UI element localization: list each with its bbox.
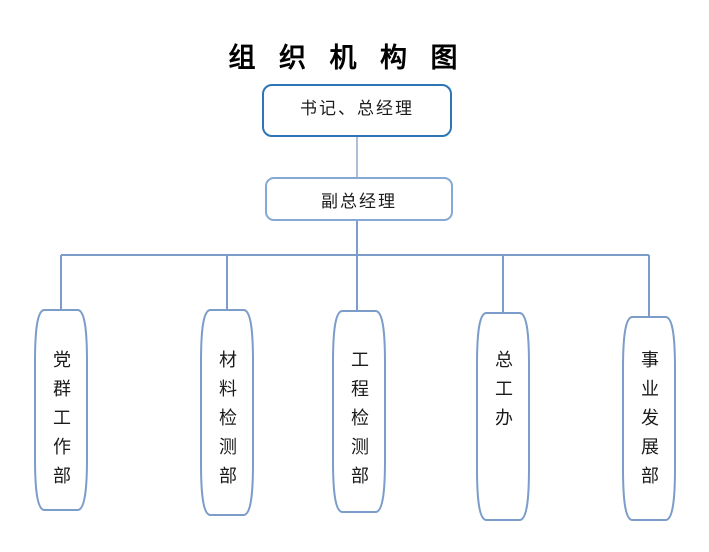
dept-label-engineering-testing: 工程检测部 bbox=[349, 350, 369, 495]
deputy-node-label: 副总经理 bbox=[321, 191, 397, 211]
dept-shape-material-testing bbox=[200, 309, 254, 516]
dept-label-material-testing: 材料检测部 bbox=[217, 350, 237, 495]
dept-shape-engineering-testing bbox=[332, 310, 386, 513]
page-title: 组 织 机 构 图 bbox=[228, 43, 466, 73]
dept-shape-party-affairs bbox=[34, 309, 88, 511]
dept-shape-chief-engineer-office bbox=[476, 312, 530, 521]
dept-shape-business-development bbox=[622, 316, 676, 521]
deputy-node: 副总经理 bbox=[265, 177, 453, 221]
root-node-label: 书记、总经理 bbox=[300, 99, 414, 118]
dept-label-business-development: 事业发展部 bbox=[639, 350, 659, 495]
dept-label-chief-engineer-office: 总工办 bbox=[493, 350, 513, 437]
root-node: 书记、总经理 bbox=[262, 84, 452, 137]
dept-label-party-affairs: 党群工作部 bbox=[51, 350, 71, 495]
